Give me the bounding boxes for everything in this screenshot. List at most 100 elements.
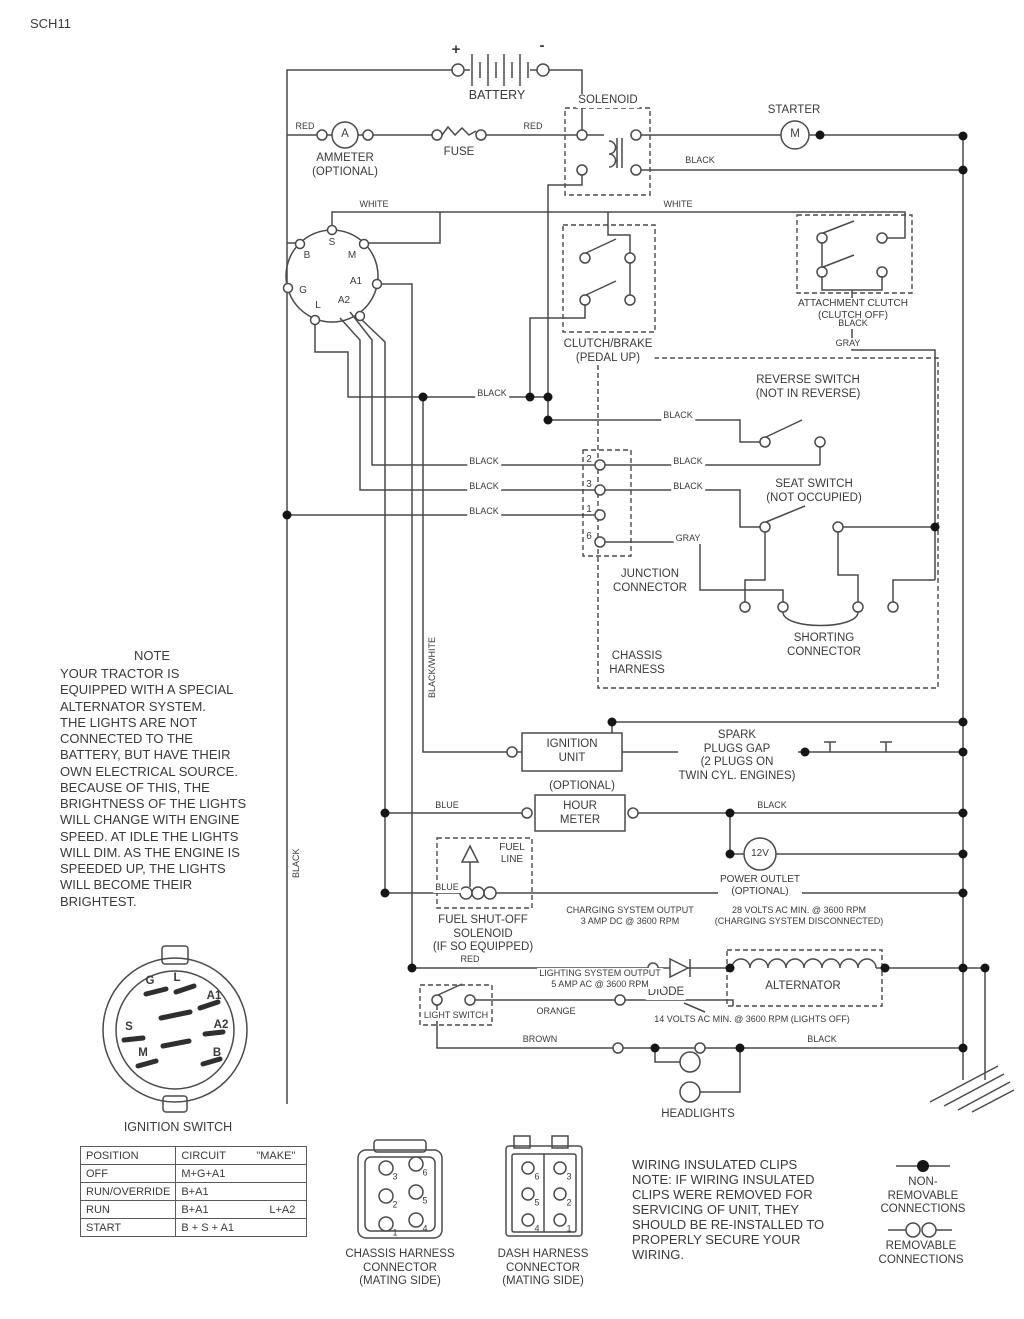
dash-harness-connector-drawing xyxy=(505,1135,583,1237)
table-cell-position: RUN/OVERRIDE xyxy=(79,1182,177,1201)
wire-label-red-2: RED xyxy=(521,121,545,132)
power-outlet-symbol: 12V xyxy=(751,848,769,860)
legend-removable-label: REMOVABLE CONNECTIONS xyxy=(876,1240,966,1268)
light-switch-label: LIGHT SWITCH xyxy=(421,1010,491,1021)
fuel-line-label: FUEL LINE xyxy=(497,842,527,866)
fuel-solenoid-label: FUEL SHUT-OFF SOLENOID (IF SO EQUIPPED) xyxy=(430,914,536,955)
ammeter-label: AMMETER (OPTIONAL) xyxy=(310,152,380,180)
detail-terminal-s: S xyxy=(125,1021,133,1034)
clutch-brake-label: CLUTCH/BRAKE (PEDAL UP) xyxy=(561,338,655,366)
table-row: OFF M+G+A1 xyxy=(79,1164,308,1183)
wire-label-black-white-vertical: BLACK/WHITE xyxy=(427,634,437,700)
hour-meter-optional: (OPTIONAL) xyxy=(547,780,617,794)
detail-terminal-g: G xyxy=(145,975,155,988)
dash-pin-3: 3 xyxy=(566,1171,572,1182)
table-cell-circuit: B+A1 L+A2 xyxy=(175,1200,308,1219)
wire-label-red-3: RED xyxy=(458,954,482,965)
wire-label-brown: BROWN xyxy=(520,1034,560,1045)
battery-plus-sign: + xyxy=(451,41,461,59)
wire-label-gray-attach: GRAY xyxy=(833,338,863,349)
detail-terminal-m: M xyxy=(138,1047,148,1060)
wire-label-black-j2: BLACK xyxy=(467,481,501,492)
dash-pin-2: 2 xyxy=(566,1197,572,1208)
power-outlet-label: POWER OUTLET (OPTIONAL) xyxy=(717,874,803,898)
terminal-m: M xyxy=(347,250,357,262)
wire-label-black-h2: BLACK xyxy=(661,410,695,421)
battery-minus-sign: - xyxy=(539,37,545,55)
table-header-circuit: CIRCUIT "MAKE" xyxy=(175,1146,308,1165)
terminal-l: L xyxy=(315,300,321,312)
table-header-position: POSITION xyxy=(79,1146,177,1165)
table-cell-circuit: M+G+A1 xyxy=(175,1164,308,1183)
wire-label-black-hour: BLACK xyxy=(755,800,789,811)
table-row: RUN B+A1 L+A2 xyxy=(79,1200,308,1219)
junction-pin-3: 3 xyxy=(586,479,592,491)
seat-switch-label: SEAT SWITCH (NOT OCCUPIED) xyxy=(764,478,864,506)
table-cell-position: RUN xyxy=(79,1200,177,1219)
headlights-label: HEADLIGHTS xyxy=(659,1108,737,1122)
circuit-value: M+G+A1 xyxy=(181,1167,226,1180)
wiring-clips-note: WIRING INSULATED CLIPS NOTE: IF WIRING I… xyxy=(630,1157,827,1263)
terminal-circles xyxy=(282,63,937,1238)
table-cell-position: OFF xyxy=(79,1164,177,1183)
chassis-pin-2: 2 xyxy=(392,1199,398,1210)
dash-pin-6: 6 xyxy=(534,1171,540,1182)
fuse-label: FUSE xyxy=(441,146,477,160)
circuit-value: B+A1 xyxy=(181,1185,209,1198)
wire-label-black-j1: BLACK xyxy=(467,456,501,467)
dash-pin-1: 1 xyxy=(566,1223,572,1234)
chassis-harness-connector-drawing xyxy=(357,1139,443,1239)
dash-connector-caption: DASH HARNESS CONNECTOR (MATING SIDE) xyxy=(495,1248,591,1289)
ignition-switch-table: POSITION CIRCUIT "MAKE" OFF M+G+A1 RUN/OV… xyxy=(79,1146,308,1237)
wire-label-blue-1: BLUE xyxy=(433,800,461,811)
table-cell-circuit: B + S + A1 xyxy=(175,1218,308,1237)
terminal-g: G xyxy=(299,285,307,297)
circuit-value: B+A1 xyxy=(181,1203,209,1216)
table-cell-circuit: B+A1 xyxy=(175,1182,308,1201)
wire-label-black-vertical: BLACK xyxy=(291,846,301,880)
wire-label-black-head: BLACK xyxy=(805,1034,839,1045)
chassis-pin-1: 1 xyxy=(392,1227,398,1238)
detail-terminal-a1: A1 xyxy=(206,990,222,1003)
wire-label-white-1: WHITE xyxy=(357,199,391,210)
terminal-a1: A1 xyxy=(349,276,363,288)
wire-lines xyxy=(286,54,1015,1231)
ignition-switch-title: IGNITION SWITCH xyxy=(121,1120,235,1135)
ammeter-symbol: A xyxy=(341,128,349,141)
wire-label-red-1: RED xyxy=(293,121,317,132)
junction-pin-2: 2 xyxy=(586,454,592,466)
spark-plugs-label: SPARK PLUGS GAP (2 PLUGS ON TWIN CYL. EN… xyxy=(678,729,796,782)
wire-label-blue-2: BLUE xyxy=(433,882,461,893)
junction-dots xyxy=(282,130,990,1172)
note-title: NOTE xyxy=(131,648,173,665)
sheet-id: SCH11 xyxy=(28,16,73,33)
chassis-harness-label: CHASSIS HARNESS xyxy=(607,650,667,678)
chassis-connector-caption: CHASSIS HARNESS CONNECTOR (MATING SIDE) xyxy=(343,1248,457,1289)
table-header-make-text: "MAKE" xyxy=(256,1149,296,1162)
chassis-pin-6: 6 xyxy=(422,1167,428,1178)
component-dashed-boxes xyxy=(419,107,939,1026)
terminal-a2: A2 xyxy=(337,295,351,307)
wire-label-black-attach: BLACK xyxy=(836,318,870,329)
wire-label-gray-j4: GRAY xyxy=(673,533,703,544)
wire-label-black-j2r: BLACK xyxy=(671,481,705,492)
table-header-circuit-text: CIRCUIT xyxy=(181,1149,226,1162)
junction-connector-label: JUNCTION CONNECTOR xyxy=(611,568,689,596)
shorting-connector-label: SHORTING CONNECTOR xyxy=(785,632,863,660)
wire-label-black-h1: BLACK xyxy=(475,388,509,399)
wire-label-white-2: WHITE xyxy=(661,199,695,210)
solenoid-label: SOLENOID xyxy=(576,94,640,108)
detail-terminal-b: B xyxy=(212,1047,222,1060)
attachment-clutch-label: ATTACHMENT CLUTCH (CLUTCH OFF) xyxy=(796,298,910,322)
wire-label-orange: ORANGE xyxy=(534,1006,578,1017)
table-cell-position: START xyxy=(79,1218,177,1237)
dash-pin-4: 4 xyxy=(534,1223,540,1234)
lighting-output-rating: LIGHTING SYSTEM OUTPUT 5 AMP AC @ 3600 R… xyxy=(537,968,663,990)
table-row: RUN/OVERRIDE B+A1 xyxy=(79,1182,308,1201)
legend-non-removable-label: NON-REMOVABLE CONNECTIONS xyxy=(872,1176,974,1217)
make-value: L+A2 xyxy=(269,1203,296,1216)
terminal-s: S xyxy=(328,237,336,249)
chassis-pin-3: 3 xyxy=(392,1171,398,1182)
chassis-pin-5: 5 xyxy=(422,1195,428,1206)
